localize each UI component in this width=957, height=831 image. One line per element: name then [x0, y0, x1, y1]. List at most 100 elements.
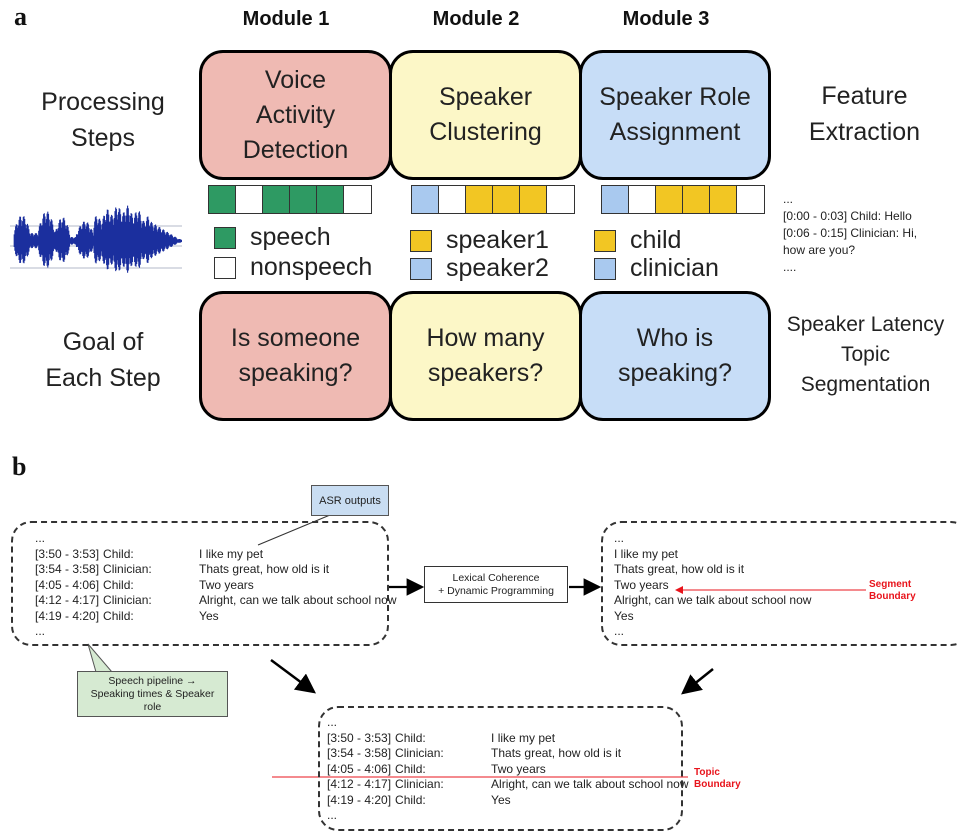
- utterance: Two years: [491, 761, 546, 776]
- segmented-text: ... I like my pet Thats great, how old i…: [614, 531, 811, 640]
- speaker: Child:: [395, 730, 426, 745]
- utterance: I like my pet: [199, 546, 264, 561]
- segment-boundary-label: Segment Boundary: [869, 579, 916, 602]
- module-2-header: Module 2: [432, 8, 520, 30]
- module-1-header: Module 1: [242, 8, 330, 30]
- utterance: Thats great, how old is it: [614, 562, 745, 576]
- utterance: Yes: [491, 792, 511, 807]
- feature-goals-label: Speaker Latency Topic Segmentation: [786, 313, 945, 396]
- voice-activity-detection-box: Voice Activity Detection: [199, 50, 392, 180]
- ellipsis-bottom: ...: [614, 624, 625, 638]
- vad-sequence-strip: [208, 185, 372, 214]
- transcript-line: [3:50 - 3:53]Child:I like my pet: [35, 547, 397, 563]
- feature-extraction-label: Feature Extraction: [808, 82, 921, 146]
- time-range: [3:54 - 3:58]: [35, 562, 100, 576]
- combined-transcript-box: [318, 706, 683, 831]
- segment-cell: [412, 186, 439, 213]
- legend-speech: speech: [214, 223, 331, 252]
- segment-cell: [520, 186, 547, 213]
- asr-transcript-box: [11, 521, 389, 646]
- segmented-text-box: [601, 521, 957, 646]
- legend-label: speech: [250, 223, 331, 251]
- time-range: [3:54 - 3:58]: [327, 746, 392, 760]
- utterance: Thats great, how old is it: [199, 562, 330, 576]
- legend-label: child: [630, 226, 682, 254]
- legend-swatch: [410, 257, 432, 280]
- segment-cell: [683, 186, 710, 213]
- goal-of-each-step-label: Goal of Each Step: [45, 328, 161, 392]
- transcript-line: [4:19 - 4:20]Child: Yes: [35, 609, 397, 625]
- segment-cell: [466, 186, 493, 213]
- legend-label: speaker2: [446, 254, 549, 282]
- feature-transcript-example: ... [0:00 - 0:03] Child: Hello [0:06 - 0…: [783, 192, 918, 274]
- speaker: Clinician:: [395, 746, 444, 760]
- time-range: [4:05 - 4:06]: [35, 577, 100, 592]
- speaker-role-sequence-strip: [601, 185, 765, 214]
- ellipsis-top: ...: [327, 715, 338, 729]
- segment-cell: [263, 186, 290, 213]
- transcript-line: [4:12 - 4:17]Clinician:Alright, can we t…: [327, 777, 689, 793]
- segment-cell: [629, 186, 656, 213]
- speaker-cluster-sequence-strip: [411, 185, 575, 214]
- speaker: Child:: [103, 608, 134, 623]
- legend-swatch: [214, 226, 236, 249]
- arrow-left-to-bottom: [270, 658, 317, 694]
- segment-cell: [344, 186, 371, 213]
- segment-cell: [209, 186, 236, 213]
- segment-cell: [547, 186, 574, 213]
- who-is-speaking-box: Who is speaking?: [579, 291, 771, 421]
- legend-swatch: [214, 256, 236, 279]
- time-range: [4:19 - 4:20]: [327, 792, 392, 807]
- lexical-coherence-box: Lexical Coherence + Dynamic Programming: [424, 566, 568, 603]
- utterance: Two years: [614, 577, 669, 592]
- topic-boundary-label: Topic Boundary: [694, 767, 741, 790]
- panel-b-connectors: [87, 514, 866, 778]
- segment-cell: [656, 186, 683, 213]
- time-range: [4:12 - 4:17]: [327, 777, 392, 791]
- utterance: Alright, can we talk about school now: [199, 593, 397, 607]
- transcript-line: [4:05 - 4:06]Child:Two years: [327, 762, 689, 778]
- utterance: Yes: [614, 608, 634, 623]
- utterance: I like my pet: [491, 730, 556, 745]
- legend-swatch: [594, 229, 616, 252]
- segment-cell: [737, 186, 764, 213]
- transcript-line: [4:12 - 4:17]Clinician: Alright, can we t…: [35, 593, 397, 609]
- arrow-right-to-bottom: [681, 668, 714, 695]
- ellipsis-bottom: ...: [327, 808, 338, 822]
- time-range: [4:05 - 4:06]: [327, 761, 392, 776]
- legend-swatch: [594, 257, 616, 280]
- how-many-speakers-box: How many speakers?: [389, 291, 582, 421]
- is-someone-speaking-box: Is someone speaking?: [199, 291, 392, 421]
- transcript-line: [3:54 - 3:58]Clinician: Thats great, how …: [327, 746, 689, 762]
- speaker: Child:: [103, 577, 134, 592]
- transcript-line: [4:19 - 4:20]Child:Yes: [327, 793, 689, 809]
- segment-cell: [290, 186, 317, 213]
- transcript-line: [3:54 - 3:58]Clinician: Thats great, how …: [35, 562, 397, 578]
- legend-speaker1: speaker1: [410, 226, 549, 255]
- transcript-line: [3:50 - 3:53]Child:I like my pet: [327, 731, 689, 747]
- ellipsis-bottom: ...: [35, 624, 46, 638]
- time-range: [4:12 - 4:17]: [35, 593, 100, 607]
- segment-cell: [439, 186, 466, 213]
- utterance: I like my pet: [614, 546, 679, 561]
- panel-b-letter: b: [12, 452, 27, 481]
- speaker: Clinician:: [395, 777, 444, 791]
- panel-a-letter: a: [14, 2, 27, 31]
- segment-cell: [493, 186, 520, 213]
- time-range: [4:19 - 4:20]: [35, 608, 100, 623]
- utterance: Thats great, how old is it: [491, 746, 622, 760]
- utterance: Yes: [199, 608, 219, 623]
- speech-pipeline-callout: Speech pipeline → Speaking times & Speak…: [77, 671, 228, 717]
- speaker-clustering-box: Speaker Clustering: [389, 50, 582, 180]
- combined-transcript: ... [3:50 - 3:53]Child:I like my pet [3:…: [327, 715, 689, 824]
- ellipsis-top: ...: [35, 531, 46, 545]
- segment-cell: [236, 186, 263, 213]
- speaker: Clinician:: [103, 562, 152, 576]
- utterance: Alright, can we talk about school now: [614, 593, 812, 607]
- speaker: Clinician:: [103, 593, 152, 607]
- legend-child: child: [594, 226, 681, 255]
- speaker: Child:: [103, 546, 134, 561]
- asr-transcript: ... [3:50 - 3:53]Child:I like my pet [3:…: [35, 531, 397, 640]
- module-3-header: Module 3: [622, 8, 710, 30]
- speaker-role-assignment-box: Speaker Role Assignment: [579, 50, 771, 180]
